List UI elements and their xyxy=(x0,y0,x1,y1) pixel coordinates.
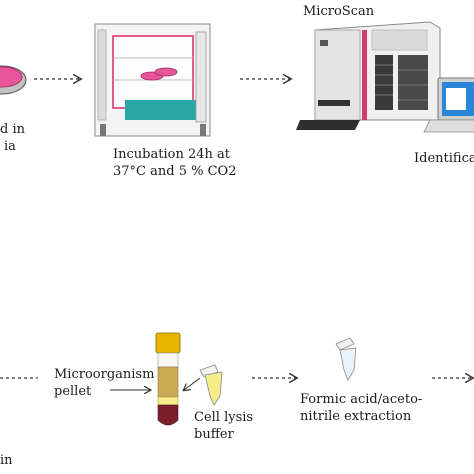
culture-label-line2: ia xyxy=(4,139,16,154)
microscan-title: MicroScan xyxy=(303,4,375,19)
lysis-label-line2: buffer xyxy=(194,427,234,442)
lysis-buffer-tube-icon xyxy=(199,364,223,406)
incubation-label-line2: 37°C and 5 % CO2 xyxy=(113,164,237,179)
culture-label-line1: d in xyxy=(0,122,25,137)
extraction-label-line2: nitrile extraction xyxy=(300,409,412,424)
petri-dish-icon xyxy=(0,65,27,95)
incubation-label-line1: Incubation 24h at xyxy=(113,147,230,162)
lysis-label-line1: Cell lysis xyxy=(194,410,254,425)
extraction-tube-icon xyxy=(335,337,357,381)
pellet-label-line1: Microorganism xyxy=(54,367,155,382)
left-cut-label: in xyxy=(0,453,13,468)
extraction-label-line1: Formic acid/aceto- xyxy=(300,392,423,407)
microscan-instrument-icon xyxy=(296,21,441,130)
identification-label: Identifica xyxy=(414,151,474,166)
incubator-icon xyxy=(94,23,211,137)
pellet-label-line2: pellet xyxy=(54,384,92,399)
arrow-lysis-buffer-to-tube xyxy=(184,377,201,390)
centrifuge-tube-icon xyxy=(155,332,181,426)
laptop-icon xyxy=(423,77,474,133)
